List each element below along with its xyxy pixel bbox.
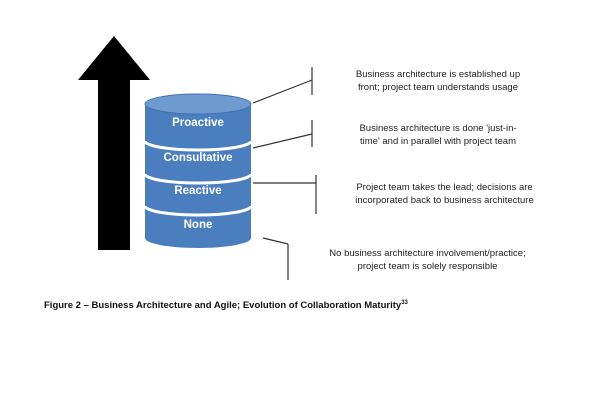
figure-caption: Figure 2 – Business Architecture and Agi…: [44, 300, 408, 311]
description-proactive: Business architecture is established up …: [318, 68, 558, 94]
description-none: No business architecture involvement/pra…: [295, 247, 560, 273]
tier-label-reactive: Reactive: [174, 185, 222, 197]
connector-line: [262, 237, 289, 245]
description-line: project team is solely responsible: [357, 261, 498, 272]
tier-label-proactive: Proactive: [172, 117, 224, 129]
description-line: Business architecture is established up: [355, 69, 521, 80]
description-line: front; project team understands usage: [357, 82, 518, 93]
increasing-maturity-arrow: [78, 36, 150, 250]
description-line: incorporated back to business architectu…: [355, 195, 534, 206]
caption-superscript: 33: [401, 300, 408, 306]
cylinder-top: [144, 93, 252, 115]
tier-label-none: None: [183, 219, 213, 231]
description-consultative: Business architecture is done 'just-in- …: [318, 122, 558, 148]
description-reactive: Project team takes the lead; decisions a…: [322, 181, 567, 207]
description-line: Business architecture is done 'just-in-: [359, 123, 517, 134]
cylinder-body: [145, 104, 251, 248]
description-line: time' and in parallel with project team: [360, 136, 516, 147]
connector-line: [252, 133, 313, 149]
tier-separator: [143, 173, 253, 185]
connector-line: [252, 79, 313, 104]
tier-separator: [143, 140, 253, 152]
tier-separator: [143, 205, 253, 217]
tier-label-consultative: Consultative: [163, 152, 233, 164]
description-line: Project team takes the lead; decisions a…: [356, 182, 533, 193]
description-line: No business architecture involvement/pra…: [329, 248, 526, 259]
caption-text: Figure 2 – Business Architecture and Agi…: [44, 300, 402, 312]
